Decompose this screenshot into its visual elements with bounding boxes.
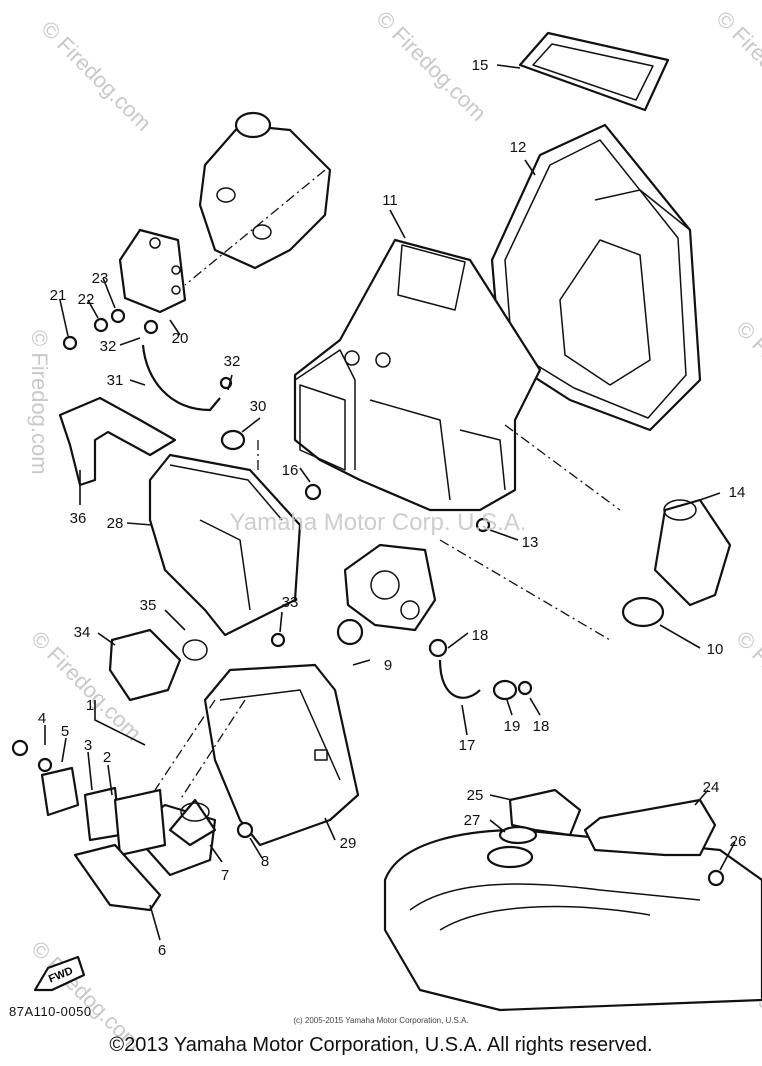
callout-18-second: 18 — [533, 718, 550, 735]
site-watermark: © Firedog.com — [36, 16, 156, 136]
callout-19: 19 — [504, 718, 521, 735]
part-boot-14 — [653, 498, 732, 607]
part-clamp-10 — [621, 596, 665, 628]
fasteners — [11, 308, 725, 887]
callout-28: 28 — [107, 515, 124, 532]
callout-26: 26 — [730, 833, 747, 850]
part-boot-34 — [108, 628, 208, 702]
callout-14: 14 — [729, 484, 746, 501]
callout-4: 4 — [38, 710, 46, 727]
callout-34: 34 — [74, 624, 91, 641]
part-airbox — [293, 238, 542, 512]
leader-lines — [44, 64, 736, 941]
callout-31: 31 — [107, 372, 124, 389]
callout-25: 25 — [467, 787, 484, 804]
callout-2: 2 — [103, 749, 111, 766]
part-reed-valve — [40, 766, 167, 912]
callout-1: 1 — [86, 697, 94, 714]
callout-18: 18 — [472, 627, 489, 644]
callout-30: 30 — [250, 398, 267, 415]
callout-21: 21 — [50, 287, 67, 304]
part-carburetor — [343, 543, 437, 632]
part-cap-30 — [220, 429, 246, 451]
part-gasket — [518, 31, 670, 112]
callout-36: 36 — [70, 510, 87, 527]
callout-27: 27 — [464, 812, 481, 829]
part-airbox-lower — [148, 453, 302, 637]
site-watermark: © Firedog.com — [27, 330, 52, 475]
fwd-arrow: FWD — [33, 955, 86, 992]
part-hose-17 — [438, 659, 481, 699]
callout-7: 7 — [221, 867, 229, 884]
callout-12: 12 — [510, 139, 527, 156]
diagram-code: 87A110-0050 — [9, 1004, 92, 1019]
part-elbow-25 — [508, 788, 582, 837]
part-cap-19 — [492, 679, 518, 701]
callout-24: 24 — [703, 779, 720, 796]
alignment-lines — [154, 169, 621, 801]
site-watermark: © Firedog.com — [731, 316, 762, 436]
small-copyright: (c) 2005-2015 Yamaha Motor Corporation, … — [293, 1016, 469, 1025]
center-watermark: Yamaha Motor Corp. U.S.A. — [230, 509, 527, 536]
callout-32-second: 32 — [224, 353, 241, 370]
callout-33: 33 — [282, 594, 299, 611]
callout-32: 32 — [100, 338, 117, 355]
callout-9: 9 — [384, 657, 392, 674]
callout-16: 16 — [282, 462, 299, 479]
callout-35: 35 — [140, 597, 157, 614]
callout-17: 17 — [459, 737, 476, 754]
callout-labels: 1 2 3 4 5 6 7 8 9 10 11 12 13 14 15 16 1… — [38, 57, 747, 959]
callout-15: 15 — [472, 57, 489, 74]
callout-20: 20 — [172, 330, 189, 347]
callout-6: 6 — [158, 942, 166, 959]
part-bracket-36 — [58, 396, 177, 487]
callout-8: 8 — [261, 853, 269, 870]
part-hose-31 — [141, 344, 221, 412]
part-gasket-27 — [498, 825, 538, 845]
callout-22: 22 — [78, 291, 95, 308]
part-muffler — [383, 828, 762, 1012]
copyright-notice: ©2013 Yamaha Motor Corporation, U.S.A. A… — [109, 1034, 653, 1056]
callout-13: 13 — [522, 534, 539, 551]
site-watermark: © Firedog.com — [731, 626, 762, 746]
callout-29: 29 — [340, 835, 357, 852]
callout-23: 23 — [92, 270, 109, 287]
callout-5: 5 — [61, 723, 69, 740]
callout-10: 10 — [707, 641, 724, 658]
callout-3: 3 — [84, 737, 92, 754]
callout-11: 11 — [382, 192, 398, 209]
part-bracket-20 — [118, 228, 187, 314]
part-pipe-24 — [583, 798, 717, 857]
part-housing-29 — [203, 663, 360, 847]
site-watermark: © Firedog.com — [711, 6, 762, 126]
part-oil-tank — [198, 111, 332, 270]
